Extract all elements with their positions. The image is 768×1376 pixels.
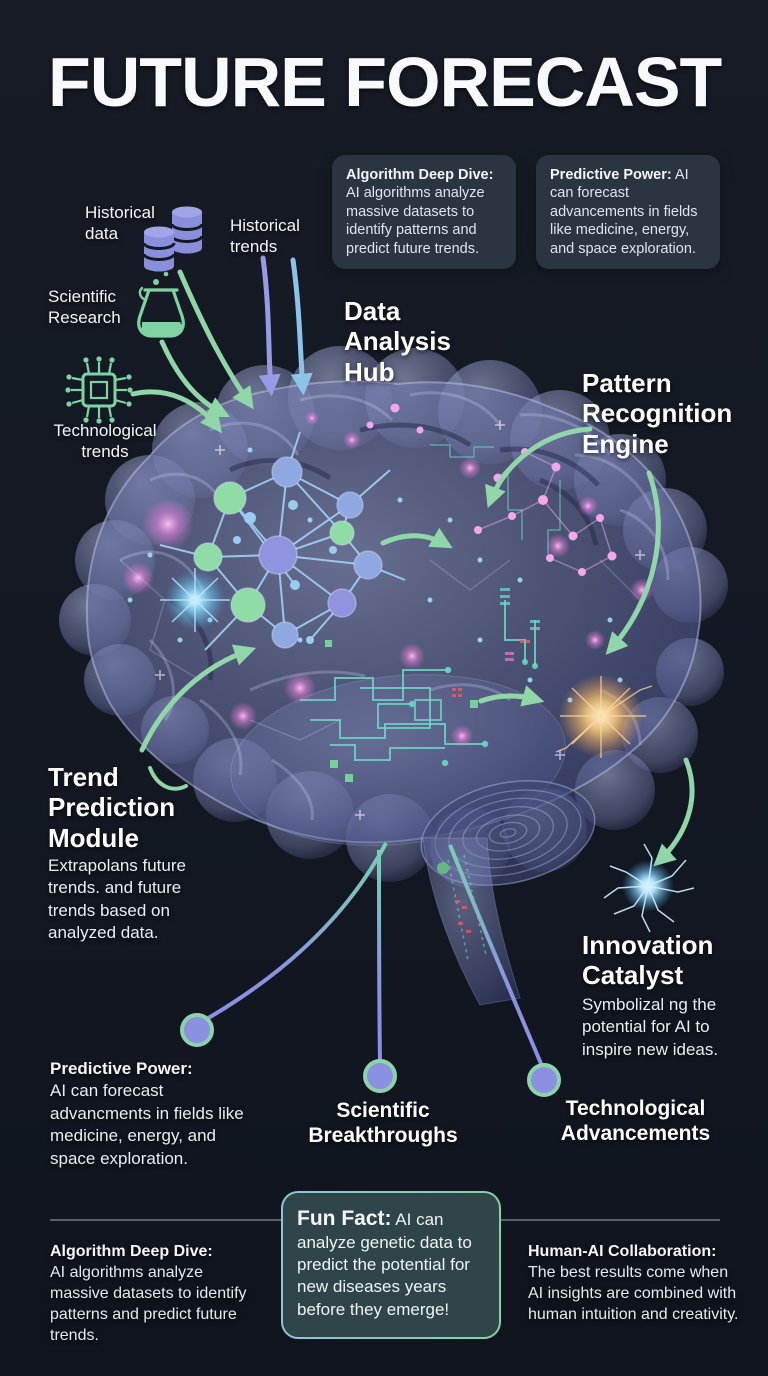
module-title-trend: Trend Prediction Module [48, 762, 176, 853]
input-arrows [130, 255, 313, 434]
callout-predictive-lead: Predictive Power: [550, 167, 672, 183]
divider-right [495, 1219, 720, 1221]
module-title-innovation: Innovation Catalyst [582, 930, 714, 991]
flask-icon [137, 271, 185, 338]
glow-spots [119, 411, 654, 820]
output-scientific-breakthroughs: Scientific Breakthroughs [308, 1099, 458, 1148]
fun-fact-box: Fun Fact: AI can analyze genetic data to… [281, 1191, 501, 1339]
flow-arrows [139, 426, 695, 867]
label-historical-trends: Historical trends [230, 216, 300, 257]
cyan-starburst [160, 568, 230, 632]
connector-dots [180, 1013, 561, 1097]
connector-dot [180, 1013, 214, 1047]
output-predictive-power: Predictive Power: AI can forecast advanc… [50, 1058, 265, 1170]
callout-predictive: Predictive Power: AI can forecast advanc… [536, 155, 720, 270]
footer-algorithm-text: AI algorithms analyze massive datasets t… [50, 1263, 247, 1344]
callout-algorithm-text: AI algorithms analyze massive datasets t… [346, 185, 485, 257]
connector-dot [527, 1063, 561, 1097]
output-connectors [203, 842, 544, 1067]
module-body-trend: Extrapolans future trends. and future tr… [48, 856, 186, 943]
output-predictive-power-text: AI can forecast advancments in fields li… [50, 1081, 244, 1168]
label-technological-trends: Technological trends [53, 421, 157, 462]
network-nodes-icon [159, 431, 406, 651]
spark-burst-icon [603, 843, 695, 933]
fun-fact-text: AI can analyze genetic data to predict t… [297, 1210, 472, 1319]
callout-algorithm: Algorithm Deep Dive: AI algorithms analy… [332, 155, 516, 270]
label-scientific-research: Scientific Research [48, 287, 121, 328]
orange-starburst [555, 674, 653, 758]
footer-collaboration-text: The best results come when AI insights a… [528, 1263, 739, 1323]
circuit-traces [300, 403, 617, 782]
divider-left [50, 1219, 285, 1221]
page-title: FUTURE FORECAST [48, 43, 722, 121]
module-title-hub: Data Analysis Hub [344, 296, 451, 387]
label-historical-data: Historical data [85, 203, 155, 244]
fun-fact-lead: Fun Fact: [297, 1207, 392, 1230]
footer-algorithm-lead: Algorithm Deep Dive: [50, 1243, 213, 1260]
footer-algorithm: Algorithm Deep Dive: AI algorithms analy… [50, 1242, 265, 1347]
database-icon [142, 206, 204, 272]
footer-collaboration: Human-AI Collaboration: The best results… [528, 1242, 743, 1326]
callout-algorithm-lead: Algorithm Deep Dive: [346, 167, 494, 183]
fun-fact-content: Fun Fact: AI can analyze genetic data to… [283, 1193, 499, 1337]
chip-icon [65, 356, 133, 424]
connector-dot [363, 1059, 397, 1093]
output-technological-advancements: Technological Advancements [560, 1097, 711, 1146]
callout-predictive-text: AI can forecast advancements in fields l… [550, 167, 698, 257]
module-title-pattern: Pattern Recognition Engine [582, 368, 733, 459]
output-predictive-power-lead: Predictive Power: [50, 1059, 193, 1078]
footer-collaboration-lead: Human-AI Collaboration: [528, 1243, 717, 1260]
module-body-innovation: Symbolizal ng the potential for AI to in… [582, 995, 719, 1059]
